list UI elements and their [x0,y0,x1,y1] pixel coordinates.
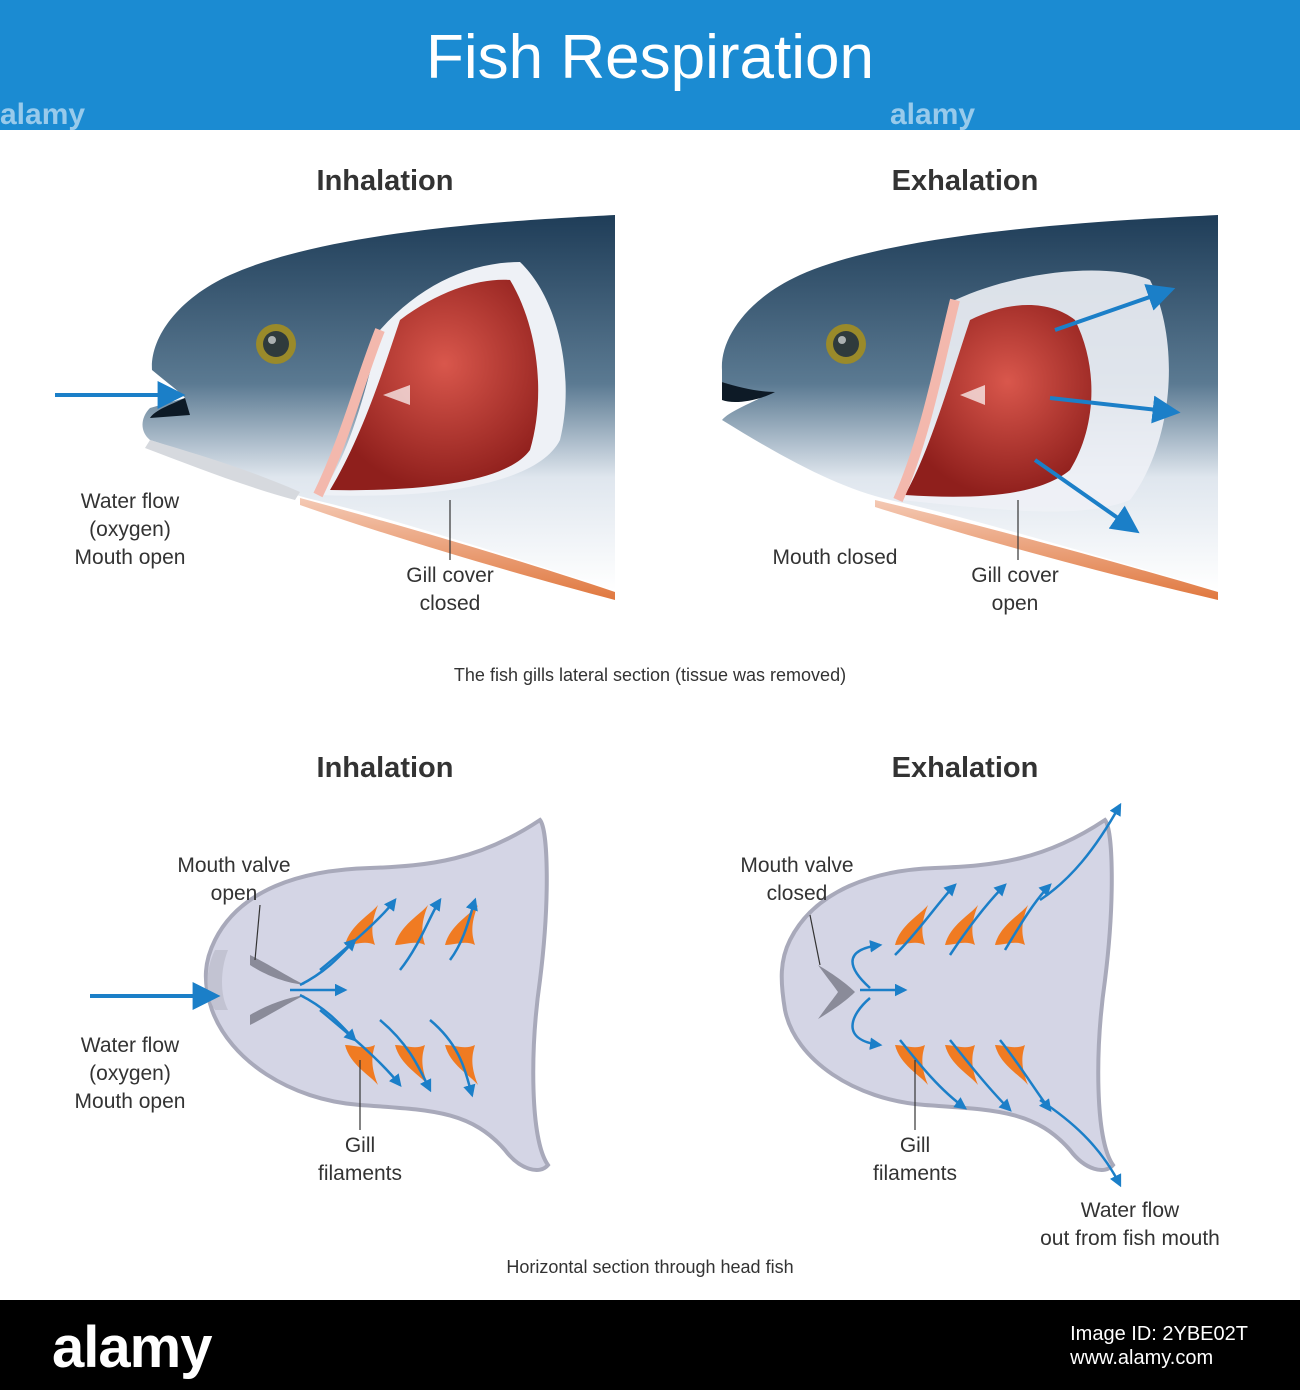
label-line: Gill [344,1134,376,1157]
fish-head-exhalation [721,215,1218,600]
caption-horizontal-section: Horizontal section through head fish [506,1257,794,1277]
horizontal-section-exhalation [779,802,1122,1188]
top-exhalation-heading: Exhalation [891,165,1039,197]
image-id-block: Image ID: 2YBE02T www.alamy.com [1070,1322,1248,1370]
label-line: Gill cover [406,564,494,587]
watermark: alamy [890,98,976,131]
label-line: Water flow [80,1034,180,1057]
label-water-flow-bottom: Water flow (oxygen) Mouth open [50,1032,210,1116]
alamy-logo: alamy [52,1315,212,1380]
label-line: Water flow [80,490,180,513]
bottom-exhalation-heading: Exhalation [891,752,1039,784]
label-line: Mouth valve [740,854,854,877]
label-line: (oxygen) [89,518,171,541]
title-banner: Fish Respiration alamy alamy [0,0,1300,131]
label-line: Gill [899,1134,931,1157]
label-line: closed [766,882,828,905]
label-line: Gill cover [971,564,1059,587]
label-line: Water flow [1080,1199,1180,1222]
label-line: Mouth open [74,1090,186,1113]
label-line: closed [419,592,481,615]
top-inhalation-heading: Inhalation [316,165,454,197]
page-title: Fish Respiration [426,23,874,92]
label-gill-filaments-left: Gill filaments [290,1132,430,1188]
label-line: Mouth valve [177,854,291,877]
label-gill-cover-closed: Gill cover closed [370,562,530,618]
label-valve-open: Mouth valve open [154,852,314,908]
label-gill-filaments-right: Gill filaments [845,1132,985,1188]
label-line: Mouth open [74,546,186,569]
horizontal-section-inhalation [90,817,551,1172]
label-line: open [210,882,258,905]
label-water-flow-out: Water flow out from fish mouth [1020,1197,1240,1253]
label-water-flow-top: Water flow (oxygen) Mouth open [50,488,210,572]
label-line: (oxygen) [89,1062,171,1085]
label-line: out from fish mouth [1040,1227,1220,1250]
label-mouth-closed: Mouth closed [772,546,898,569]
label-line: filaments [872,1162,958,1185]
fish-head-inhalation [55,215,615,600]
label-valve-closed: Mouth valve closed [717,852,877,908]
site-url: www.alamy.com [1070,1347,1214,1369]
label-line: open [991,592,1039,615]
fish-respiration-illustration [55,215,1218,1188]
bottom-inhalation-heading: Inhalation [316,752,454,784]
watermark: alamy [0,98,86,131]
label-line: filaments [317,1162,403,1185]
image-id: Image ID: 2YBE02T [1070,1323,1248,1345]
footer-bar: alamy Image ID: 2YBE02T www.alamy.com [0,1300,1300,1390]
caption-lateral-section: The fish gills lateral section (tissue w… [453,665,847,685]
label-gill-cover-open: Gill cover open [935,562,1095,618]
